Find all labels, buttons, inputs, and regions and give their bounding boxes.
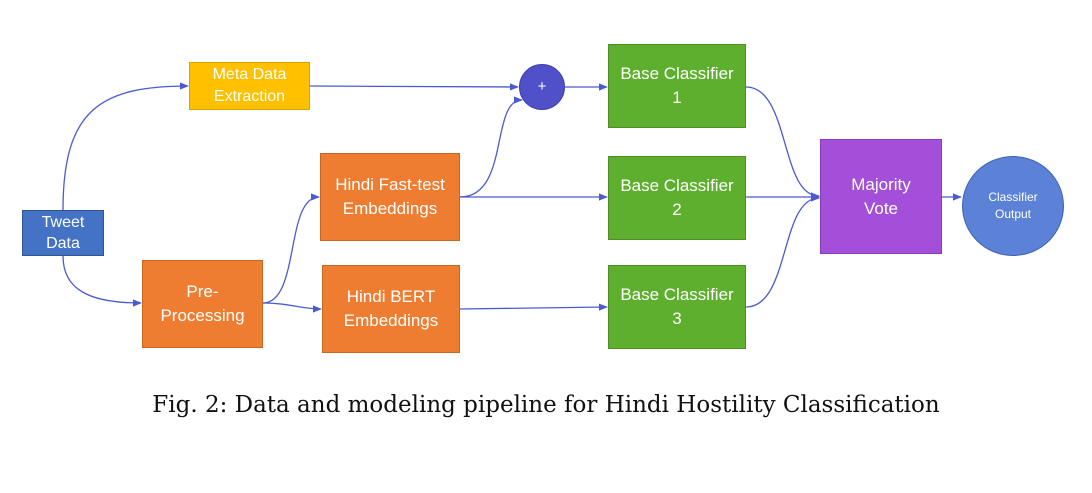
base-classifier-1-node: Base Classifier 1 xyxy=(608,44,746,128)
hindi-fasttext-embeddings-node: Hindi Fast-test Embeddings xyxy=(320,153,460,241)
edge-tweet-to-preprocessing xyxy=(62,255,142,307)
edge-tweet-to-meta xyxy=(62,82,189,211)
edge-bc1-to-vote xyxy=(745,86,820,200)
classifier-output-node: Classifier Output xyxy=(962,156,1064,256)
pre-processing-node: Pre- Processing xyxy=(142,260,263,348)
hindi-bert-embeddings-node: Hindi BERT Embeddings xyxy=(322,265,460,353)
edge-meta-to-combine xyxy=(309,83,519,91)
base-classifier-2-node: Base Classifier 2 xyxy=(608,156,746,240)
combine-node: + xyxy=(519,64,565,110)
edge-fasttext-to-combine xyxy=(459,96,523,198)
figure-caption: Fig. 2: Data and modeling pipeline for H… xyxy=(152,392,940,418)
majority-vote-node: Majority Vote xyxy=(820,139,942,254)
edge-preprocessing-to-fasttext xyxy=(262,193,320,304)
base-classifier-3-node: Base Classifier 3 xyxy=(608,265,746,349)
meta-data-extraction-node: Meta Data Extraction xyxy=(189,62,310,110)
edge-bert-to-bc3 xyxy=(459,303,608,311)
edge-preprocessing-to-bert xyxy=(262,302,322,313)
edge-bc3-to-vote xyxy=(745,194,820,308)
tweet-data-node: Tweet Data xyxy=(22,210,104,256)
